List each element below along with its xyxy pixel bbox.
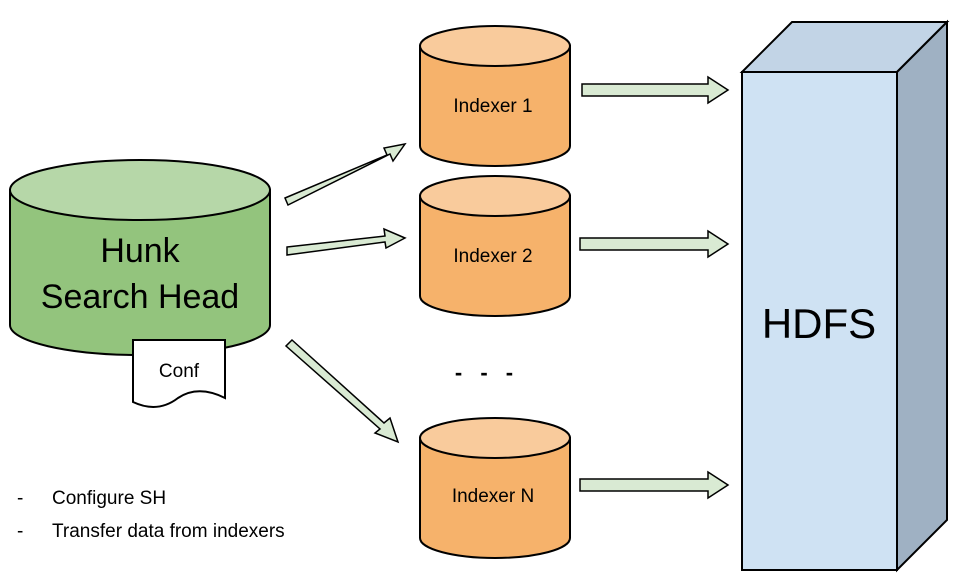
indexer-2-cylinder: Indexer 2: [419, 175, 571, 317]
arrow-search-head-to-indexer-2: [286, 227, 407, 256]
notes-list: - Configure SH - Transfer data from inde…: [17, 488, 285, 542]
note-2-bullet: -: [17, 521, 23, 542]
conf-document: Conf: [132, 339, 226, 408]
hdfs-label: HDFS: [762, 300, 876, 347]
arrow-indexer-2-to-hdfs: [579, 229, 730, 259]
indexer-n-label: Indexer N: [452, 486, 534, 507]
hdfs-side-face: [896, 19, 948, 573]
search-head-title-line1: Hunk: [100, 232, 180, 270]
indexer-n-body: [419, 437, 571, 559]
indexer-2-top: [419, 175, 571, 217]
arrow-search-head-to-indexer-1: [284, 142, 407, 207]
note-1-bullet: -: [17, 488, 23, 509]
search-head-cylinder: Hunk Search Head: [9, 159, 271, 356]
conf-label: Conf: [159, 361, 200, 382]
indexer-2-body: [419, 195, 571, 317]
hdfs-storage-block: HDFS: [739, 19, 950, 573]
indexer-1-cylinder: Indexer 1: [419, 25, 571, 167]
indexer-n-cylinder: Indexer N: [419, 417, 571, 559]
indexer-2-label: Indexer 2: [453, 246, 532, 267]
arrow-indexer-1-to-hdfs: [581, 75, 730, 105]
note-1-text: Configure SH: [52, 488, 166, 509]
indexer-1-body: [419, 45, 571, 167]
note-2-text: Transfer data from indexers: [52, 521, 285, 542]
conf-document-shape: [132, 339, 226, 408]
search-head-title-line2: Search Head: [41, 278, 239, 316]
indexer-1-top: [419, 25, 571, 67]
search-head-top: [9, 159, 271, 221]
arrow-indexer-n-to-hdfs: [579, 470, 730, 500]
indexer-n-top: [419, 417, 571, 459]
more-indexers-ellipsis: - - -: [455, 360, 519, 385]
hdfs-front-face: [741, 71, 898, 571]
arrow-search-head-to-indexer-n: [284, 338, 400, 444]
indexer-1-label: Indexer 1: [453, 96, 532, 117]
